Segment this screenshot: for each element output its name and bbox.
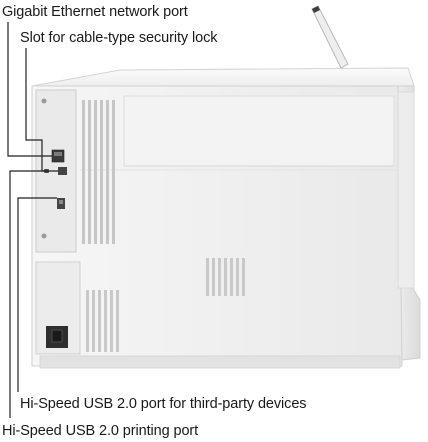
side-vents bbox=[82, 100, 115, 244]
label-usb-printing-port: Hi-Speed USB 2.0 printing port bbox=[2, 423, 199, 439]
center-vents bbox=[206, 258, 245, 296]
leader-ethernet bbox=[7, 22, 52, 157]
usb-printing-port-icon bbox=[58, 167, 67, 175]
lower-vents bbox=[86, 290, 119, 352]
rear-door-panel bbox=[123, 95, 395, 167]
callout-leader-lines bbox=[7, 22, 58, 418]
printer-base bbox=[39, 355, 401, 369]
label-security-lock-slot: Slot for cable-type security lock bbox=[20, 30, 218, 46]
leader-usb-host bbox=[17, 197, 57, 392]
label-usb-host-port: Hi-Speed USB 2.0 port for third-party de… bbox=[20, 396, 307, 412]
label-gigabit-ethernet-port: Gigabit Ethernet network port bbox=[2, 4, 188, 20]
printer-top-surface bbox=[31, 67, 415, 87]
output-arm bbox=[311, 5, 349, 69]
leader-usb-printing bbox=[9, 170, 58, 418]
